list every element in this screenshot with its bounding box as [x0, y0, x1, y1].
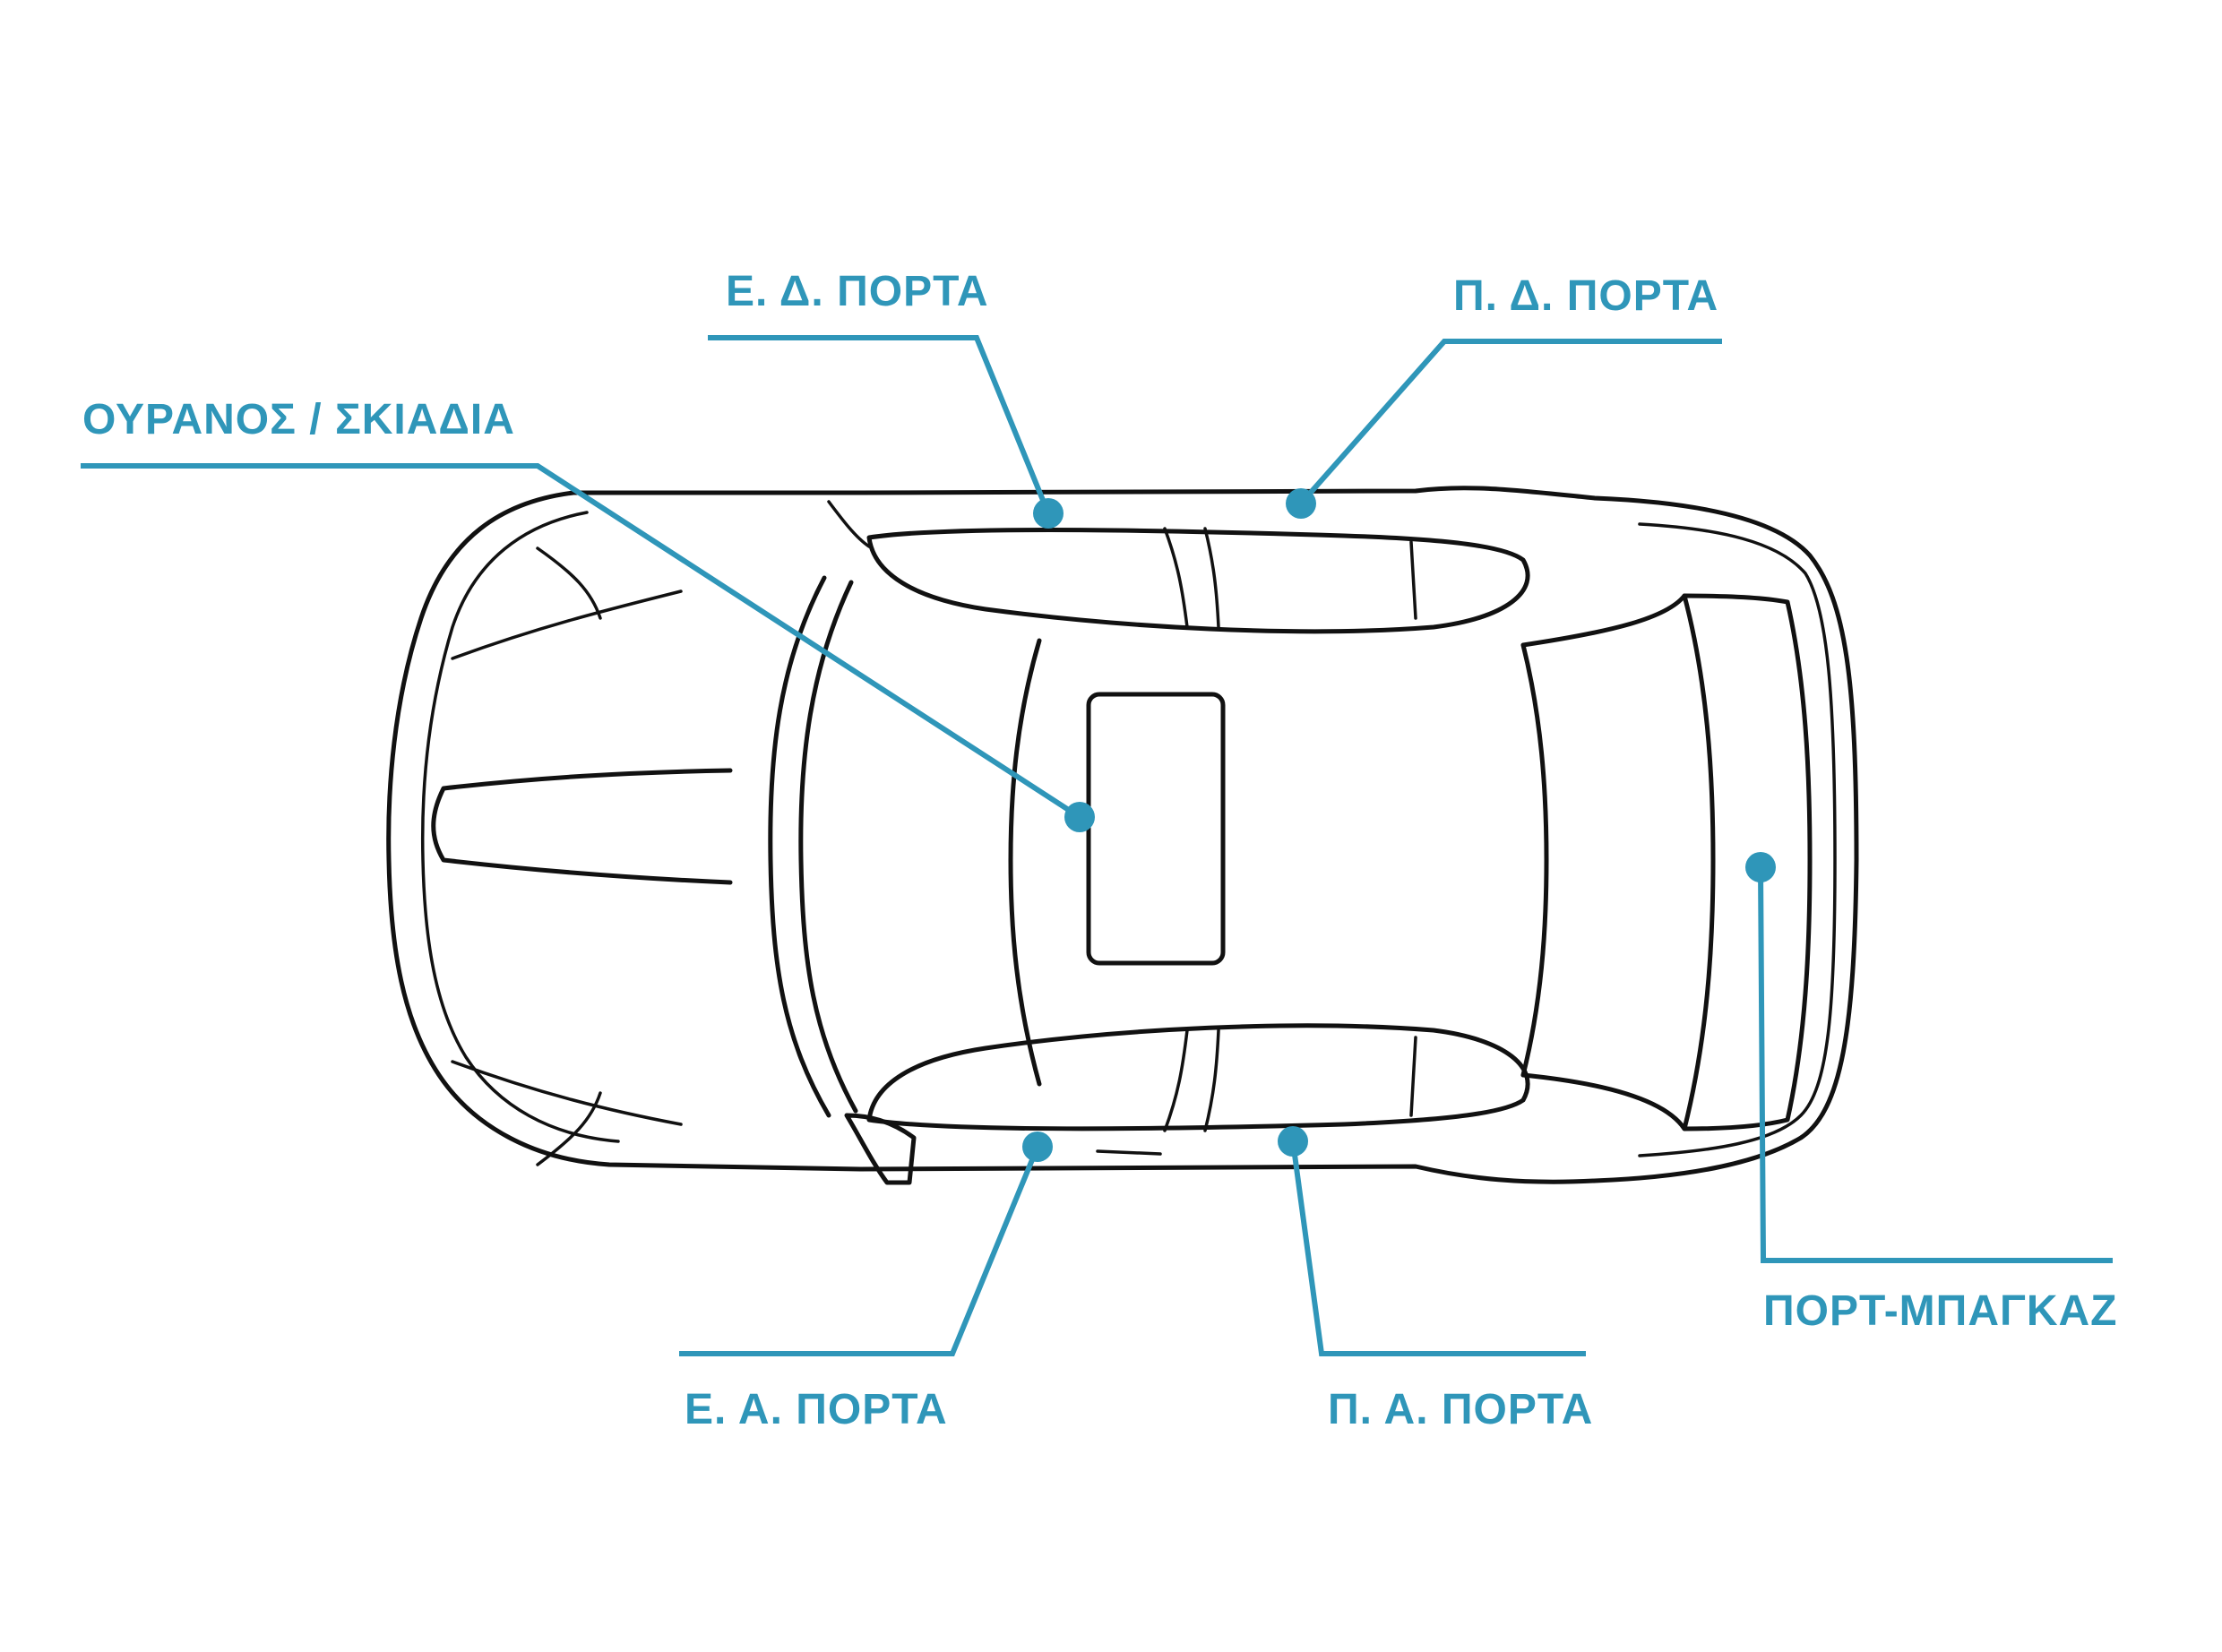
- trunk-lid: [1682, 593, 1813, 1131]
- windshield-inner: [798, 580, 858, 1114]
- leader-front-right-door: [708, 335, 1051, 515]
- callout-label-front-right-door: Ε. Δ. ΠΟΡΤΑ: [726, 268, 989, 315]
- front-intake: [431, 768, 733, 885]
- sunroof: [1086, 692, 1226, 966]
- car-illustration: [386, 486, 1859, 1185]
- car-body-outline: [386, 486, 1859, 1184]
- hood-crease: [451, 546, 683, 1166]
- car-body-inner-line: [420, 511, 1837, 1157]
- windshield: [768, 575, 831, 1118]
- marker-tailgate: [1745, 852, 1776, 882]
- door-handle-left: [1096, 1149, 1162, 1156]
- right-mirror: [827, 500, 871, 548]
- leader-rear-right-door: [1298, 339, 1722, 505]
- marker-front-left-door: [1022, 1131, 1053, 1162]
- marker-rear-left-door: [1278, 1126, 1308, 1157]
- leader-tailgate: [1758, 866, 2113, 1263]
- callout-label-front-left-door: Ε. Α. ΠΟΡΤΑ: [685, 1386, 948, 1433]
- callout-label-roof: ΟΥΡΑΝΟΣ / ΣΚΙΑΔΙΑ: [82, 396, 515, 443]
- callout-label-rear-right-door: Π. Δ. ΠΟΡΤΑ: [1453, 272, 1719, 320]
- leader-rear-left-door: [1290, 1140, 1586, 1356]
- leader-front-left-door: [679, 1145, 1040, 1356]
- marker-roof: [1064, 802, 1095, 832]
- callout-label-rear-left-door: Π. Α. ΠΟΡΤΑ: [1328, 1386, 1594, 1433]
- right-door-split: [1163, 527, 1417, 629]
- right-side-window: [866, 528, 1530, 634]
- roof-outline: [1008, 638, 1549, 1087]
- leader-roof: [81, 463, 1081, 820]
- rear-window: [1520, 593, 1716, 1131]
- left-mirror: [844, 1113, 917, 1185]
- left-door-split: [1163, 1028, 1417, 1132]
- marker-rear-right-door: [1286, 488, 1316, 519]
- left-side-window: [866, 1023, 1530, 1131]
- marker-front-right-door: [1033, 498, 1064, 529]
- callout-label-tailgate: ΠΟΡΤ-ΜΠΑΓΚΑΖ: [1763, 1287, 2118, 1335]
- callout-leaders: [81, 335, 2113, 1356]
